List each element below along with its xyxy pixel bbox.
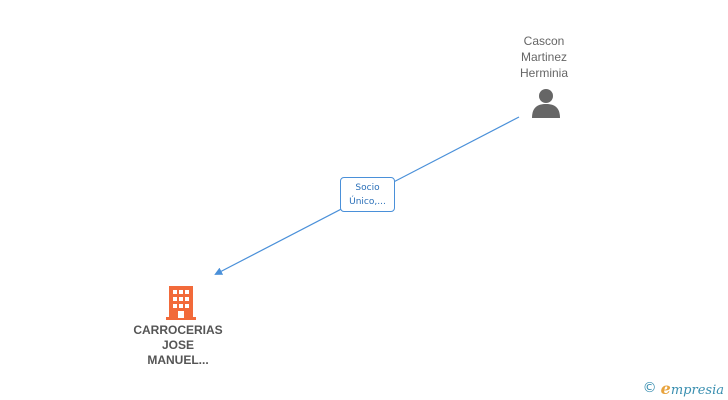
edge-relation-line1: Socio: [355, 183, 380, 193]
edge-relation-line2: Único,...: [349, 197, 386, 207]
edge-relation-label[interactable]: Socio Único,...: [340, 177, 395, 212]
building-icon[interactable]: [164, 284, 198, 320]
person-node-name[interactable]: Cascon Martinez Herminia: [519, 34, 568, 80]
person-icon[interactable]: [530, 88, 562, 118]
company-node-name[interactable]: CARROCERIAS JOSE MANUEL...: [133, 323, 223, 367]
copyright-icon: ©: [642, 380, 657, 396]
empresia-logo-e: e: [660, 378, 671, 398]
empresia-logo-text: mpresia: [670, 382, 724, 398]
